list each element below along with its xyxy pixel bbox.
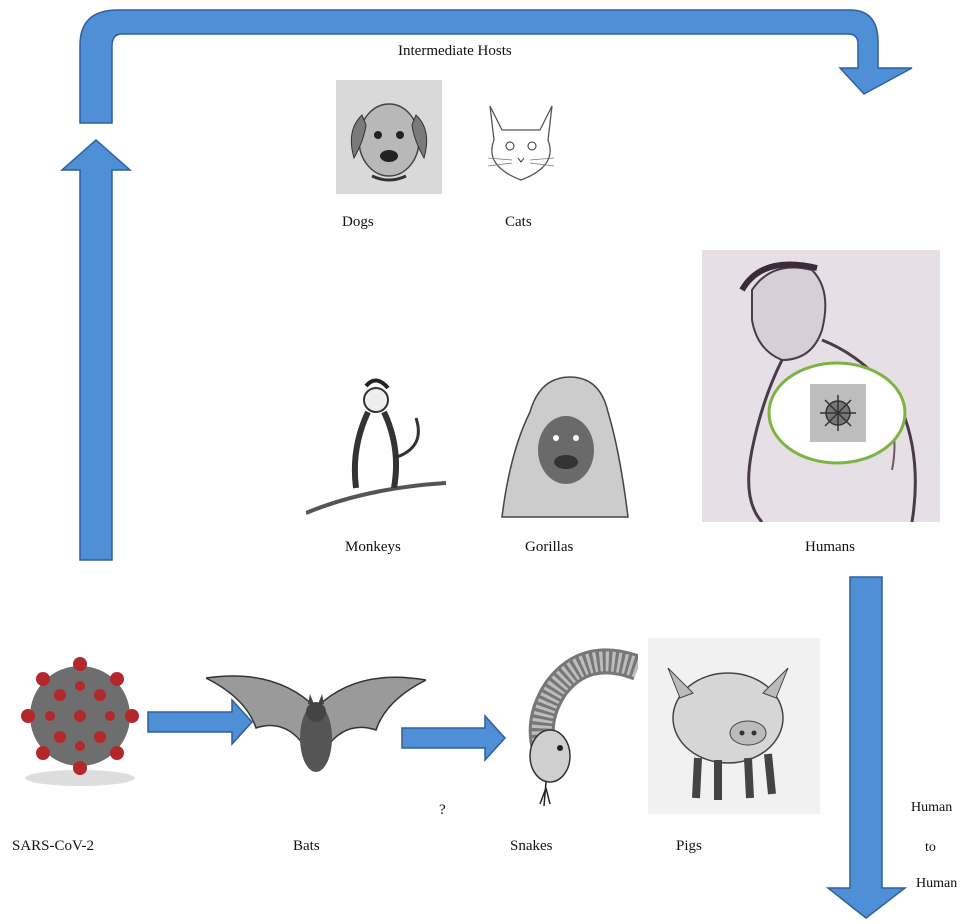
bat-image [206, 668, 426, 788]
left-up-arrow [62, 140, 130, 560]
cats-label: Cats [505, 214, 532, 231]
question-mark: ? [439, 802, 446, 819]
human-to-human-line1: Human [911, 800, 952, 816]
bat-icon [206, 668, 426, 788]
pigs-label: Pigs [676, 838, 702, 855]
human-to-human-line2: to [925, 840, 936, 856]
cat-image [478, 96, 564, 192]
snake-image [516, 638, 638, 810]
virus-icon [10, 650, 150, 790]
snake-icon [516, 638, 638, 810]
dog-image [336, 80, 442, 194]
pig-icon [648, 638, 820, 814]
sars-cov-2-label: SARS-CoV-2 [12, 838, 94, 855]
gorilla-image [500, 372, 630, 520]
human-to-human-line3: Human [916, 876, 957, 892]
pig-image [648, 638, 820, 814]
bats-label: Bats [293, 838, 320, 855]
gorilla-icon [500, 372, 630, 520]
virus-image [10, 650, 150, 790]
monkeys-label: Monkeys [345, 539, 401, 556]
dog-icon [336, 80, 442, 194]
human-icon [702, 250, 940, 522]
monkey-image [306, 378, 446, 518]
intermediate-hosts-title: Intermediate Hosts [398, 43, 512, 60]
human-image [702, 250, 940, 522]
cat-icon [478, 96, 564, 192]
gorillas-label: Gorillas [525, 539, 573, 556]
humans-label: Humans [805, 539, 855, 556]
right-down-arrow [828, 577, 905, 918]
snakes-label: Snakes [510, 838, 553, 855]
monkey-icon [306, 378, 446, 518]
dogs-label: Dogs [342, 214, 374, 231]
